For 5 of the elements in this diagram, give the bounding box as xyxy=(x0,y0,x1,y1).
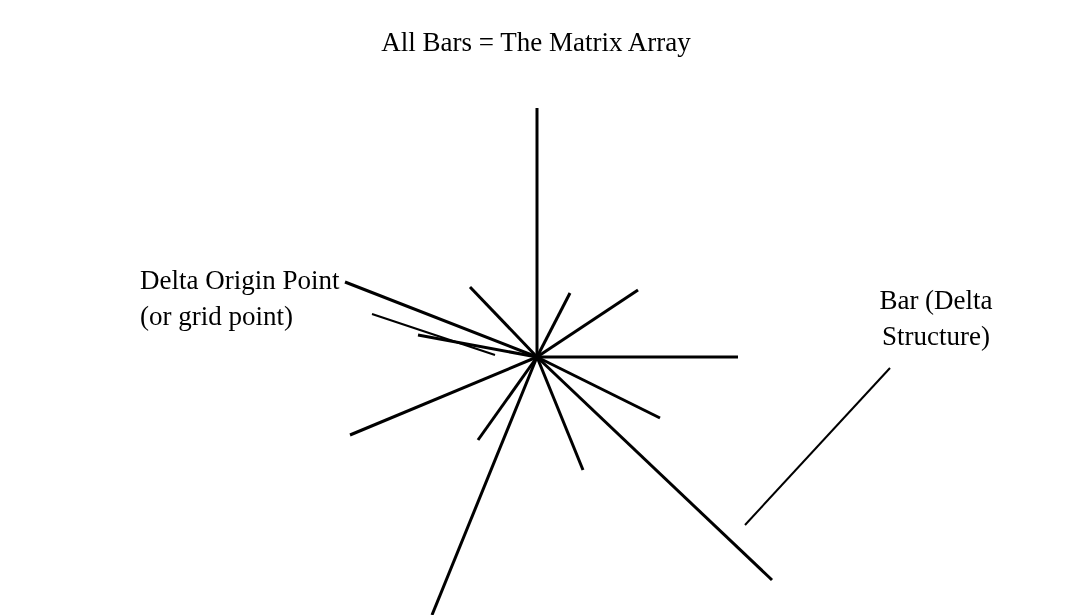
leader-line xyxy=(371,313,496,356)
leader-line xyxy=(744,367,891,526)
callout-label: Bar (Delta Structure) xyxy=(826,282,1046,362)
diagram-title: All Bars = The Matrix Array xyxy=(380,26,692,59)
callout-label: Delta Origin Point (or grid point) xyxy=(140,262,372,342)
